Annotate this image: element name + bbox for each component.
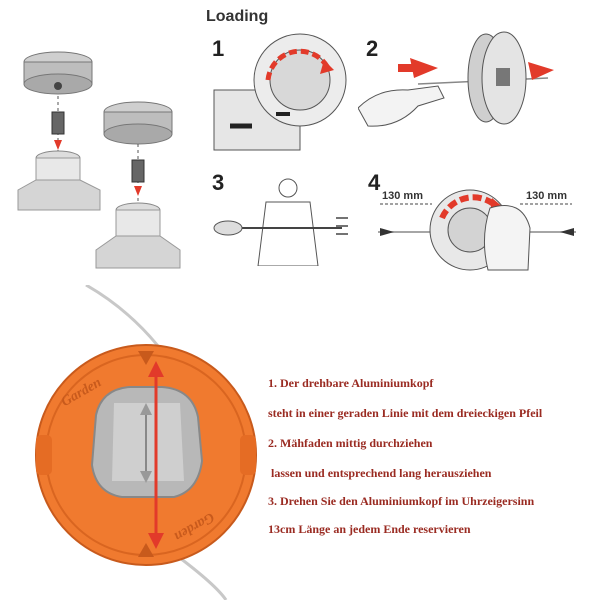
step-3-illustration xyxy=(206,176,356,266)
step-4-rotation-arrow xyxy=(439,194,499,220)
measure-right-label: 130 mm xyxy=(526,190,567,202)
loading-title: Loading xyxy=(206,8,269,25)
left-bolt xyxy=(51,111,65,135)
right-motor-shaft xyxy=(95,202,181,269)
hand-turning-icon xyxy=(484,205,531,271)
step-1-illustration xyxy=(210,28,360,158)
step-3-number: 3 xyxy=(212,170,225,195)
right-bolt xyxy=(131,159,145,183)
step-2-number: 2 xyxy=(366,36,379,61)
measure-left-label: 130 mm xyxy=(382,190,423,202)
trimmer-head-icon xyxy=(213,220,243,236)
hand-icon xyxy=(358,85,445,127)
instruction-line-6: 13cm Länge an jedem Ende reservieren xyxy=(268,522,471,536)
measure-arrow-right xyxy=(560,228,574,236)
step-4-illustration xyxy=(372,178,582,272)
step-2-arrow-out xyxy=(528,62,554,80)
measure-arrow-left xyxy=(380,228,394,236)
assembly-illustration xyxy=(10,40,190,270)
instruction-line-2: steht in einer geraden Linie mit dem dre… xyxy=(268,406,543,420)
trimmer-head-photo xyxy=(26,285,266,600)
step-1-number: 1 xyxy=(212,36,225,61)
alignment-arrow xyxy=(148,361,164,549)
left-arrow xyxy=(54,140,62,150)
step-2-arrow-in xyxy=(410,58,438,78)
right-spool xyxy=(103,101,173,145)
instruction-line-1: 1. Der drehbare Aluminiumkopf xyxy=(268,376,434,390)
trimmer-line-bottom xyxy=(175,553,228,600)
step-1-rotation-arrow xyxy=(265,48,331,81)
person-head-icon xyxy=(278,178,298,198)
aluminium-knob xyxy=(90,386,204,498)
left-spool xyxy=(23,51,93,95)
left-motor-shaft xyxy=(17,150,101,211)
step-2-illustration xyxy=(358,28,558,158)
instruction-line-4: lassen und entsprechend lang herausziehe… xyxy=(268,466,492,480)
step-4-number: 4 xyxy=(368,170,381,195)
instruction-line-5: 3. Drehen Sie den Aluminiumkopf im Uhrze… xyxy=(268,494,535,508)
instruction-line-3: 2. Mähfaden mittig durchziehen xyxy=(268,436,433,450)
